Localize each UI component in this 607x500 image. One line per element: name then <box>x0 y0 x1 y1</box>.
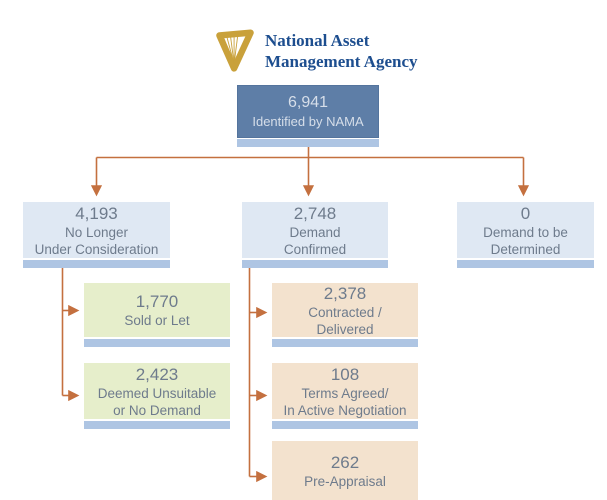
node-value: 108 <box>330 364 360 384</box>
node-shadow-strip <box>272 339 418 347</box>
node-shadow-strip <box>272 421 418 429</box>
node-value: 0 <box>520 203 531 223</box>
nama-logo: National Asset Management Agency <box>213 26 418 76</box>
node-value: 2,748 <box>293 203 337 223</box>
node-terms-agreed-in-active-negotiation: 108 Terms Agreed/ In Active Negotiation <box>272 363 418 429</box>
node-value: 2,423 <box>135 364 179 384</box>
node-deemed-unsuitable-or-no-demand: 2,423 Deemed Unsuitable or No Demand <box>84 363 230 429</box>
node-no-longer-under-consideration: 4,193 No Longer Under Consideration <box>23 202 170 268</box>
node-value: 4,193 <box>75 203 118 223</box>
node-label: No Longer Under Consideration <box>34 224 159 257</box>
node-label: Sold or Let <box>124 313 190 328</box>
node-label: Demand Confirmed <box>283 224 347 257</box>
logo-org-name: National Asset Management Agency <box>265 30 418 72</box>
node-shadow-strip <box>237 139 379 147</box>
node-value: 262 <box>330 452 360 472</box>
node-label: Pre-Appraisal <box>304 473 386 489</box>
node-shadow-strip <box>23 260 170 268</box>
logo-org-name-line2: Management Agency <box>265 52 418 71</box>
node-label: Terms Agreed/ In Active Negotiation <box>283 385 407 418</box>
node-sold-or-let: 1,770 Sold or Let <box>84 283 230 347</box>
logo-org-name-line1: National Asset <box>265 31 370 50</box>
node-label: Deemed Unsuitable or No Demand <box>97 385 217 418</box>
nama-harp-icon <box>216 29 254 72</box>
node-identified-by-nama: 6,941 Identified by NAMA <box>237 85 379 147</box>
node-shadow-strip <box>242 260 388 268</box>
node-demand-confirmed: 2,748 Demand Confirmed <box>242 202 388 268</box>
node-demand-to-be-determined: 0 Demand to be Determined <box>457 202 594 268</box>
node-value: 6,941 <box>287 94 329 111</box>
node-shadow-strip <box>457 260 594 268</box>
node-contracted-delivered: 2,378 Contracted / Delivered <box>272 283 418 347</box>
node-label: Demand to be Determined <box>483 224 568 257</box>
node-value: 2,378 <box>323 283 367 303</box>
node-value: 1,770 <box>135 292 179 311</box>
node-pre-appraisal: 262 Pre-Appraisal <box>272 441 418 500</box>
node-label: Identified by NAMA <box>252 114 364 129</box>
node-shadow-strip <box>84 339 230 347</box>
node-label: Contracted / Delivered <box>308 304 382 337</box>
node-shadow-strip <box>84 421 230 429</box>
